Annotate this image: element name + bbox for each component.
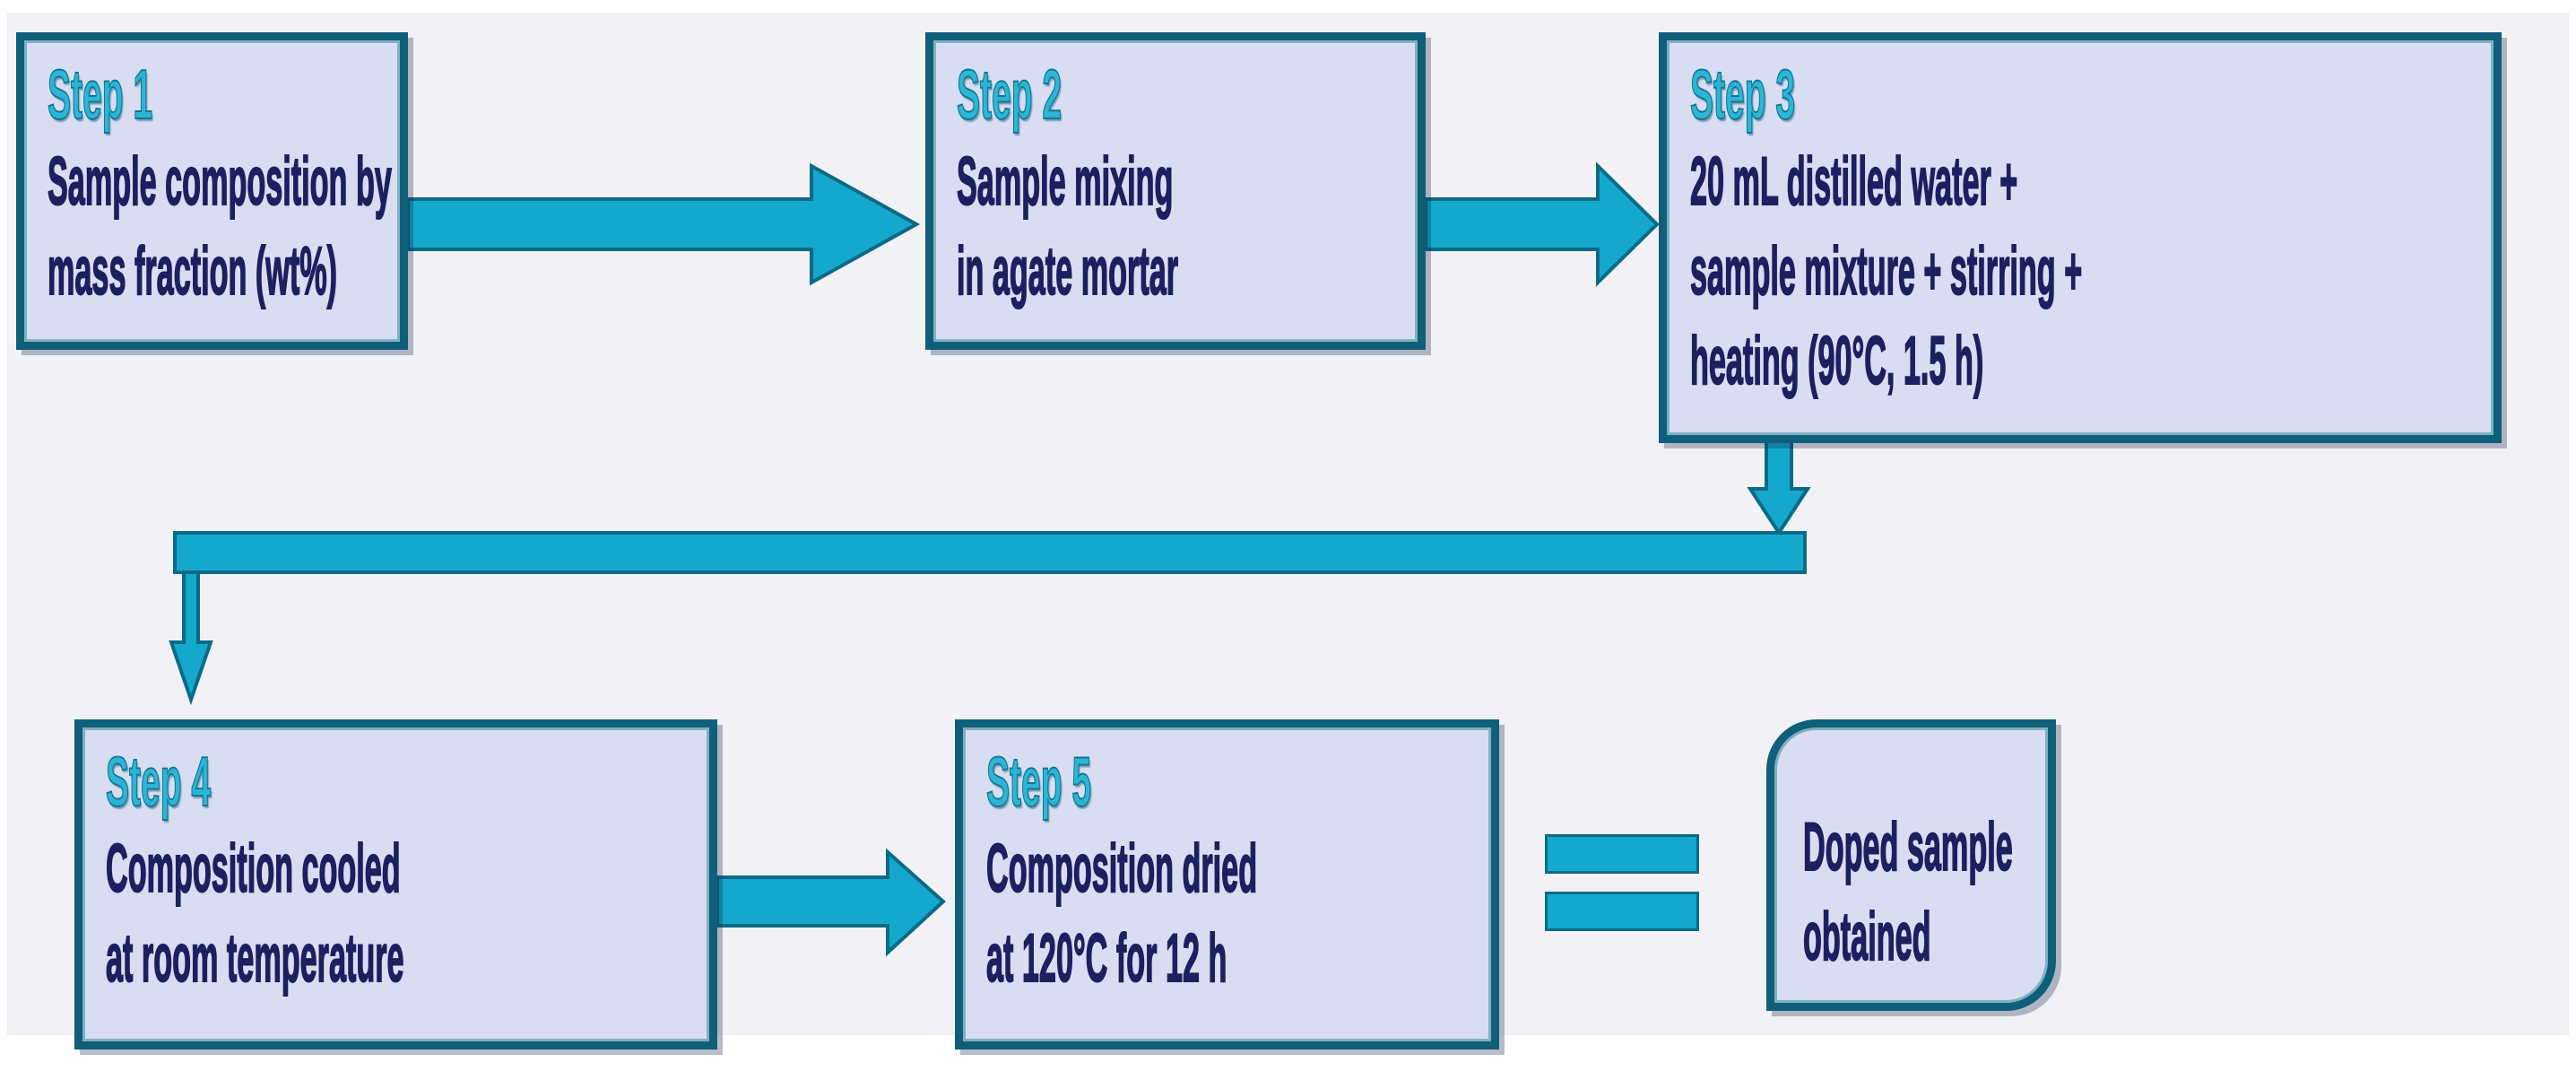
- step-2-text-line: Sample mixing: [957, 143, 1174, 221]
- result-text-line: obtained: [1803, 898, 1931, 976]
- step-1-text-line: mass fraction (wt%): [48, 232, 338, 310]
- step-2-title: Step 2: [957, 54, 1062, 135]
- step-2-text-line: in agate mortar: [957, 232, 1179, 310]
- step-4-title: Step 4: [106, 741, 212, 822]
- step-4-text-line: Composition cooled: [106, 830, 402, 908]
- step-3-box: Step 3 20 mL distilled water + sample mi…: [1659, 32, 2502, 443]
- step-1-title: Step 1: [48, 54, 153, 135]
- result-box: Doped sample obtained: [1766, 719, 2056, 1011]
- step-3-title: Step 3: [1690, 54, 1796, 135]
- step-2-box: Step 2 Sample mixing in agate mortar: [925, 32, 1426, 350]
- step-3-text-line: sample mixture + stirring +: [1690, 232, 2083, 310]
- step-5-box: Step 5 Composition dried at 120°C for 12…: [955, 719, 1499, 1050]
- equals-icon: [1545, 892, 1699, 931]
- equals-icon: [1545, 834, 1699, 874]
- step-1-box: Step 1 Sample composition by mass fracti…: [16, 32, 408, 350]
- step-1-text-line: Sample composition by: [48, 143, 393, 221]
- step-3-text-line: 20 mL distilled water +: [1690, 143, 2018, 221]
- step-4-box: Step 4 Composition cooled at room temper…: [74, 719, 717, 1050]
- step-5-text-line: at 120°C for 12 h: [986, 919, 1227, 997]
- step-5-title: Step 5: [986, 741, 1092, 822]
- step-4-text-line: at room temperature: [106, 919, 404, 997]
- step-3-text-line: heating (90°C, 1.5 h): [1690, 322, 1984, 400]
- result-text-line: Doped sample: [1803, 808, 2014, 886]
- step-5-text-line: Composition dried: [986, 830, 1258, 908]
